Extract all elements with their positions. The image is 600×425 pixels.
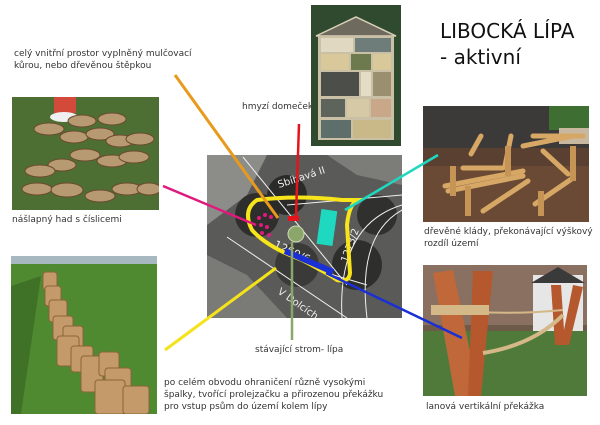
page-title: LIBOCKÁ LÍPA - aktivní <box>440 18 574 70</box>
wooden-logs-photo <box>423 106 589 222</box>
stepping-snake-marker <box>257 213 273 237</box>
leader-line-rope <box>325 271 463 340</box>
caption-tree: stávající strom- lípa <box>255 345 344 355</box>
caption-stumps: po celém obvodu ohraničení různě vysokým… <box>164 378 384 412</box>
insect-house-marker <box>288 216 299 221</box>
leader-line-logs <box>344 153 439 212</box>
title-line-1: LIBOCKÁ LÍPA <box>440 19 575 43</box>
site-map: Sbíhavá II V Dolcích 1260/6 1273/2 <box>207 155 402 318</box>
stumps-photo <box>11 256 157 414</box>
leader-line-stumps <box>164 266 277 352</box>
leader-line-mulch <box>173 74 280 219</box>
caption-insect-house: hmyzí domeček <box>242 102 314 112</box>
leader-line-insect-house <box>294 123 301 217</box>
insect-house-photo <box>311 5 401 146</box>
rope-obstacle-photo <box>423 265 587 396</box>
leader-line-stepping-snake <box>162 184 257 227</box>
caption-stepping-snake: nášlapný had s číslicemi <box>12 215 122 225</box>
logs-marker <box>316 209 338 246</box>
title-line-2: - aktivní <box>440 45 521 69</box>
stepping-snake-photo <box>12 97 159 210</box>
tree-marker <box>287 225 305 243</box>
caption-logs: dřevěné klády, překonávající výškový roz… <box>424 227 593 249</box>
caption-mulch: celý vnitřní prostor vyplněný mulčovací … <box>14 49 192 71</box>
caption-rope: lanová vertikální překážka <box>426 402 545 412</box>
